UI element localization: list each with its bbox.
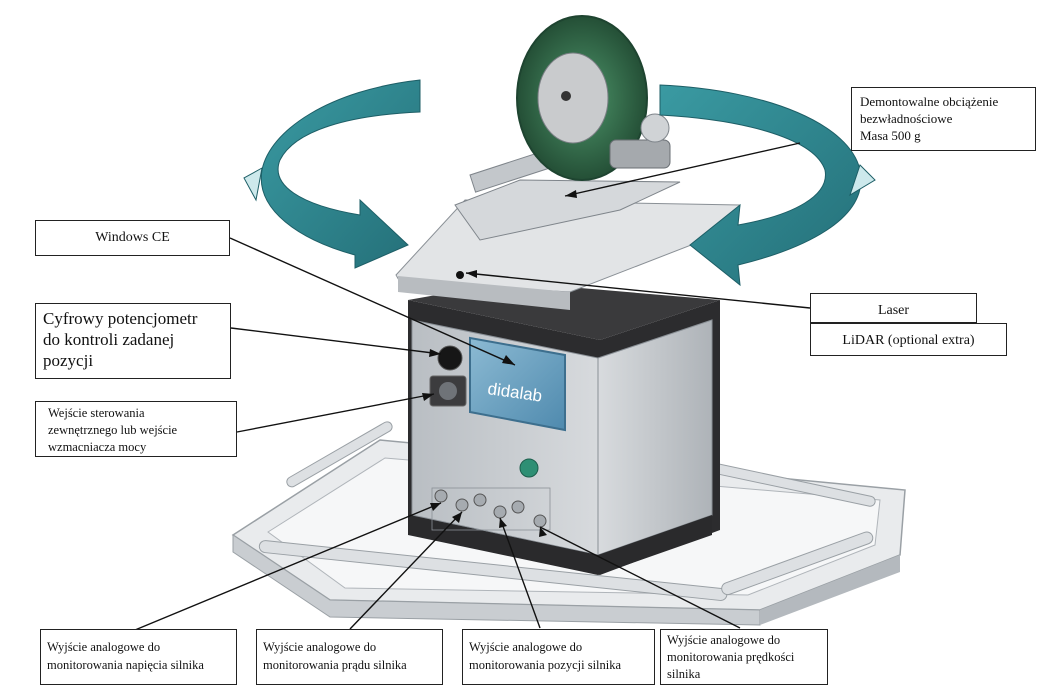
callout-potentiometer-line2: do kontroli zadanej bbox=[43, 330, 175, 349]
rotation-arrows bbox=[243, 79, 876, 287]
leader-lines bbox=[134, 142, 811, 631]
touch-screen bbox=[469, 336, 566, 432]
callout-speed-output-line1: Wyjście analogowe do bbox=[667, 633, 781, 647]
callout-inertial-load-line3: Masa 500 g bbox=[860, 128, 921, 143]
callout-potentiometer-line1: Cyfrowy potencjometr bbox=[43, 309, 198, 328]
callout-lidar: LiDAR (optional extra) bbox=[810, 323, 1007, 356]
callout-current-output: Wyjście analogowe do monitorowania prądu… bbox=[256, 629, 443, 685]
callout-windows-ce-text: Windows CE bbox=[95, 230, 170, 245]
callout-lidar-text: LiDAR (optional extra) bbox=[842, 333, 975, 348]
bnc-outputs bbox=[431, 487, 551, 531]
callout-potentiometer-line3: pozycji bbox=[43, 351, 94, 370]
callout-inertial-load-line2: bezwładnościowe bbox=[860, 111, 953, 126]
potentiometer-knob bbox=[437, 345, 463, 371]
callout-laser: Laser bbox=[810, 293, 977, 323]
callout-laser-text: Laser bbox=[877, 303, 910, 318]
callout-voltage-output-line1: Wyjście analogowe do bbox=[47, 640, 161, 654]
callout-control-input-line1: Wejście sterowania bbox=[48, 406, 145, 420]
callout-current-output-line2: monitorowania prądu silnika bbox=[263, 658, 407, 672]
callout-position-output-line2: monitorowania pozycji silnika bbox=[469, 658, 622, 672]
callout-control-input-line2: zewnętrznego lub wejście bbox=[48, 423, 178, 437]
callout-inertial-load-line1: Demontowalne obciążenie bbox=[860, 94, 999, 109]
green-button bbox=[519, 458, 539, 478]
callout-position-output: Wyjście analogowe do monitorowania pozyc… bbox=[462, 629, 655, 685]
laser-aperture bbox=[456, 271, 464, 279]
callout-inertial-load: Demontowalne obciążenie bezwładnościowe … bbox=[851, 87, 1036, 151]
callout-voltage-output-line2: monitorowania napięcia silnika bbox=[47, 658, 204, 672]
callout-speed-output-line2: monitorowania prędkości bbox=[667, 650, 795, 664]
callout-potentiometer: Cyfrowy potencjometr do kontroli zadanej… bbox=[35, 303, 231, 379]
leader-arrowheads bbox=[422, 190, 577, 537]
motor-housing: didalab bbox=[408, 282, 720, 575]
callout-control-input-line3: wzmacniacza mocy bbox=[48, 440, 147, 454]
inertial-disk bbox=[516, 15, 671, 181]
callout-voltage-output: Wyjście analogowe do monitorowania napię… bbox=[40, 629, 237, 685]
callout-speed-output: Wyjście analogowe do monitorowania prędk… bbox=[660, 629, 828, 685]
callout-position-output-line1: Wyjście analogowe do bbox=[469, 640, 583, 654]
callout-windows-ce: Windows CE bbox=[35, 220, 230, 256]
callout-speed-output-line3: silnika bbox=[667, 667, 701, 681]
callout-current-output-line1: Wyjście analogowe do bbox=[263, 640, 377, 654]
callout-control-input: Wejście sterowania zewnętrznego lub wejś… bbox=[35, 401, 237, 457]
